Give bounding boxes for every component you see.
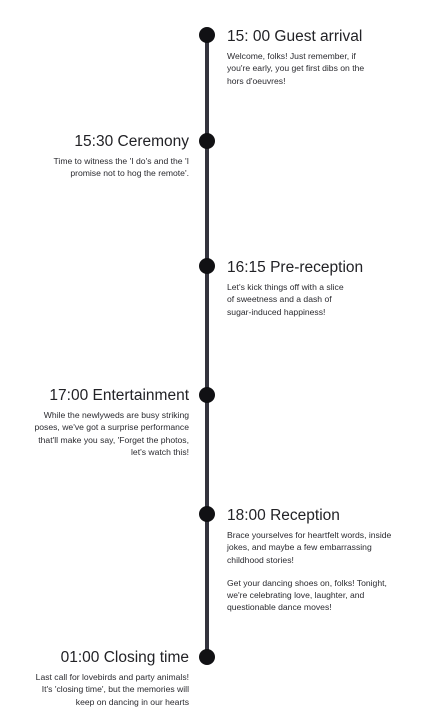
event-title: 18:00 Reception [227,507,340,524]
timeline-event-reception: 18:00 Reception Brace yourselves for hea… [227,506,417,614]
event-description: Last call for lovebirds and party animal… [35,672,189,707]
timeline-event-closing-time: 01:00 Closing time Last call for lovebir… [19,648,189,708]
event-title: 16:15 Pre-reception [227,259,364,276]
timeline-event-guest-arrival: 15: 00 Guest arrival Welcome, folks! Jus… [227,27,417,87]
timeline-dot [199,133,215,149]
event-title: 01:00 Closing time [60,649,189,666]
timeline-dot [199,506,215,522]
timeline-dot [199,258,215,274]
event-title: 15:30 Ceremony [74,133,189,150]
timeline-event-ceremony: 15:30 Ceremony Time to witness the 'I do… [19,132,190,180]
timeline-event-pre-reception: 16:15 Pre-reception Let's kick things of… [227,258,417,318]
event-description: Brace yourselves for heartfelt words, in… [227,530,392,565]
timeline-dot [199,27,215,43]
event-title: 17:00 Entertainment [49,387,189,404]
timeline-line [205,34,209,658]
event-title: 15: 00 Guest arrival [227,28,363,45]
timeline-event-entertainment: 17:00 Entertainment While the newlyweds … [19,386,190,458]
event-description-extra: Get your dancing shoes on, folks! Tonigh… [227,577,387,613]
timeline-dot [199,387,215,403]
timeline-dot [199,649,215,665]
